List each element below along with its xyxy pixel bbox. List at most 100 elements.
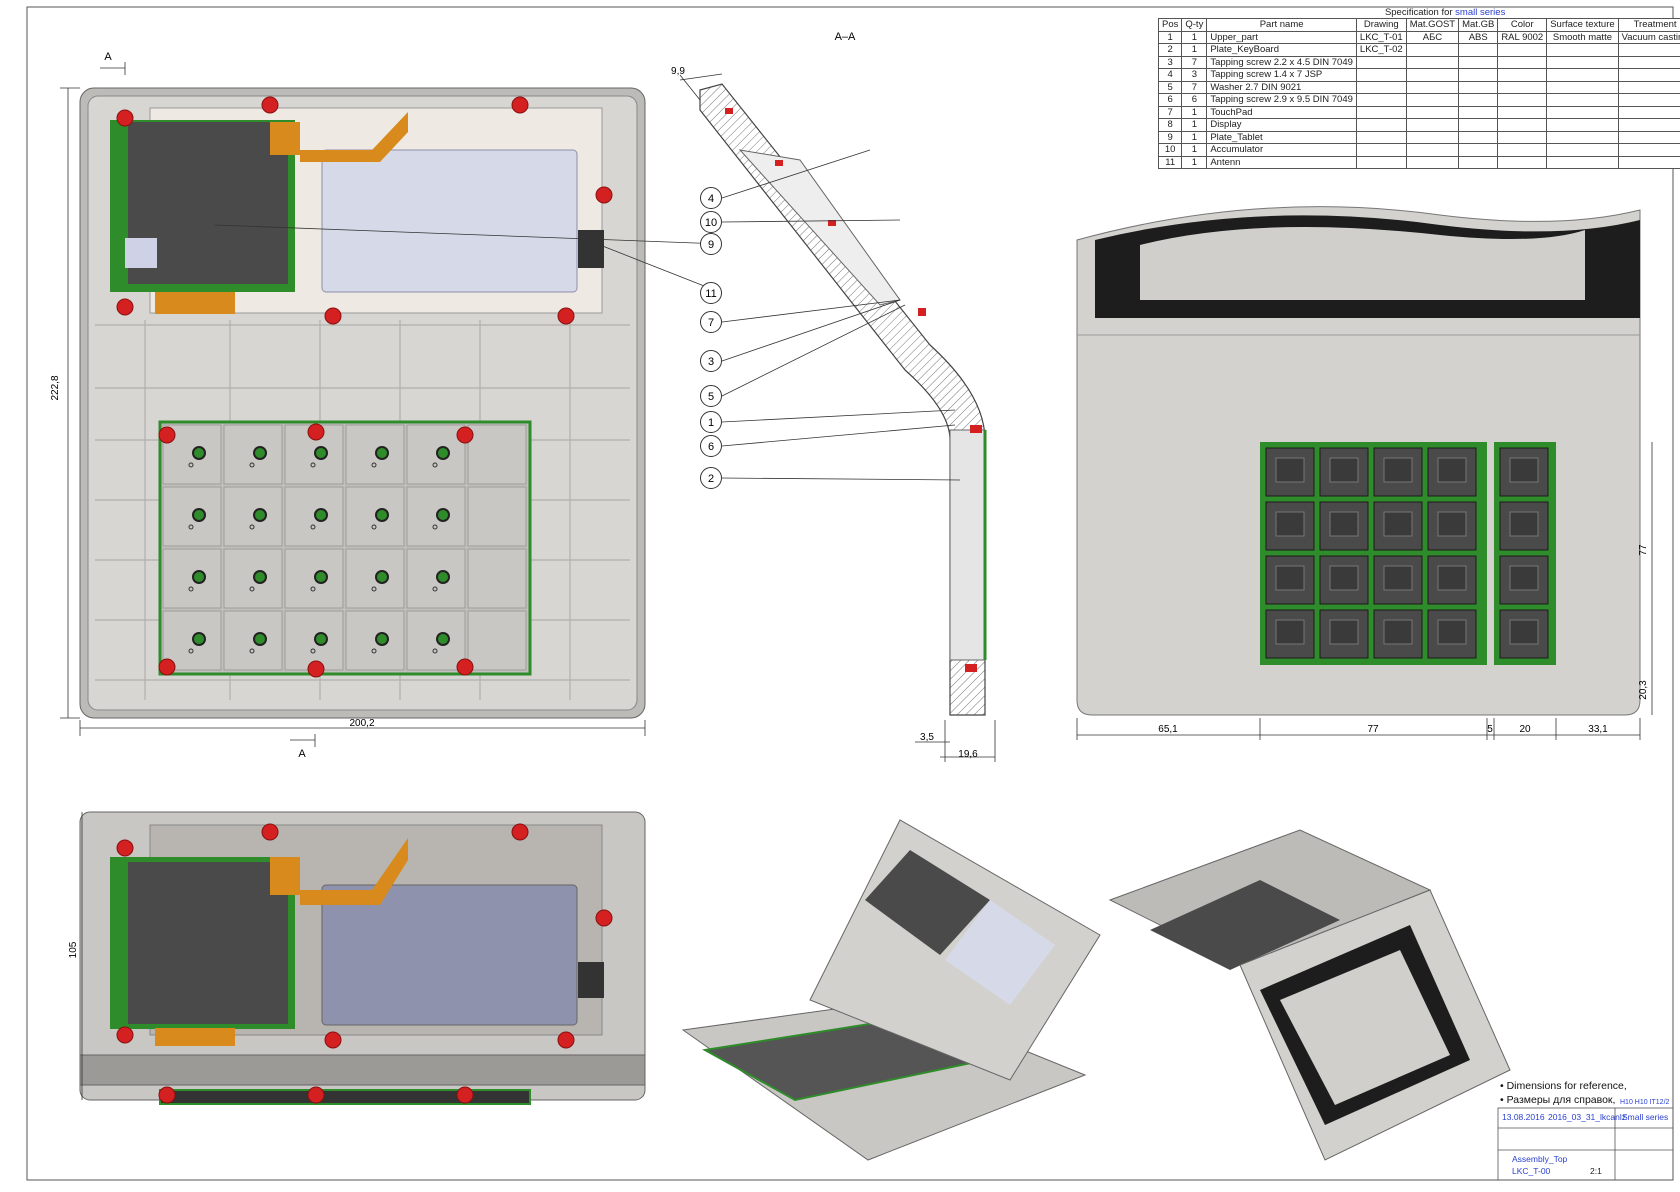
spec-cell: Plate_Tablet (1207, 131, 1357, 144)
spec-cell: 1 (1182, 44, 1207, 57)
spec-cell (1356, 69, 1406, 82)
spec-cell: Tapping screw 2.9 x 9.5 DIN 7049 (1207, 94, 1357, 107)
spec-cell: RAL 9002 (1498, 31, 1547, 44)
spec-cell (1547, 56, 1618, 69)
screw (262, 97, 278, 113)
spec-cell (1356, 144, 1406, 157)
spec-cell (1547, 144, 1618, 157)
spec-cell (1547, 44, 1618, 57)
spec-cell: 1 (1182, 106, 1207, 119)
key-switch (407, 487, 465, 546)
screw (159, 427, 175, 443)
dim-top-height: 77 (1638, 544, 1649, 556)
spec-cell (1618, 119, 1680, 132)
note-en: • Dimensions for reference, (1500, 1080, 1627, 1092)
spec-cell (1356, 94, 1406, 107)
spec-cell (1459, 131, 1498, 144)
key-switch (407, 549, 465, 608)
key-switch (1500, 556, 1548, 604)
callout-2: 2 (701, 468, 961, 489)
spec-cell (1406, 106, 1458, 119)
spec-title-link[interactable]: small series (1455, 7, 1505, 18)
iso-closed-view (1110, 830, 1510, 1160)
section-view (700, 84, 985, 715)
spec-cell (1459, 119, 1498, 132)
key-switch (1500, 448, 1548, 496)
screw (512, 97, 528, 113)
key-switch (1320, 610, 1368, 658)
spec-cell (1498, 69, 1547, 82)
key-switch (1266, 448, 1314, 496)
spec-title: Specification for small series (1158, 7, 1680, 18)
spec-cell: Washer 2.7 DIN 9021 (1207, 81, 1357, 94)
section-keys (950, 430, 985, 660)
tb-scale: 2:1 (1590, 1166, 1602, 1176)
spec-header-cell: Part name (1207, 19, 1357, 32)
dim-side-height: 105 (68, 941, 79, 958)
screw (308, 661, 324, 677)
screw (117, 299, 133, 315)
callout-label: 11 (705, 288, 716, 300)
spec-cell: LKC_T-02 (1356, 44, 1406, 57)
key-switch (1428, 448, 1476, 496)
spec-cell (1547, 106, 1618, 119)
dim-top-seg2: 77 (1367, 724, 1379, 735)
spec-cell (1547, 119, 1618, 132)
spec-cell: 11 (1159, 156, 1182, 169)
note-ru-text: Размеры для справок, (1507, 1094, 1616, 1106)
key-switch (346, 425, 404, 484)
callout-label: 2 (708, 473, 714, 485)
screw (596, 187, 612, 203)
spec-cell (1498, 119, 1547, 132)
screw (159, 1087, 175, 1103)
antenna-connector (578, 230, 604, 268)
key-switch (285, 487, 343, 546)
spec-cell (1498, 81, 1547, 94)
spec-cell (1406, 94, 1458, 107)
spec-header-cell: Treatment (1618, 19, 1680, 32)
key-switch (285, 549, 343, 608)
spec-cell: 1 (1159, 31, 1182, 44)
screw (117, 110, 133, 126)
spec-header-cell: Pos (1159, 19, 1182, 32)
spec-cell: Upper_part (1207, 31, 1357, 44)
dim-top-bottom: 20,3 (1638, 680, 1649, 700)
spec-cell: 1 (1182, 131, 1207, 144)
dim-section-top: 9,9 (671, 66, 685, 77)
spec-cell: Accumulator (1207, 144, 1357, 157)
spec-cell (1618, 44, 1680, 57)
spec-cell: 10 (1159, 144, 1182, 157)
iso-open-view (683, 820, 1100, 1160)
spec-cell: Antenn (1207, 156, 1357, 169)
spec-cell (1498, 156, 1547, 169)
key-switch (1374, 502, 1422, 550)
key-switch (1428, 610, 1476, 658)
side-accumulator (322, 885, 577, 1025)
spec-cell (1459, 144, 1498, 157)
spec-cell (1406, 56, 1458, 69)
screw (596, 910, 612, 926)
spec-cell (1498, 131, 1547, 144)
callout-label: 7 (708, 317, 714, 329)
spec-cell: 9 (1159, 131, 1182, 144)
spec-cell: Tapping screw 2.2 x 4.5 DIN 7049 (1207, 56, 1357, 69)
spec-header-cell: Q-ty (1182, 19, 1207, 32)
key-switch (468, 549, 526, 608)
screw (159, 659, 175, 675)
screw (117, 840, 133, 856)
key-switch (1266, 502, 1314, 550)
tb-series: Small series (1622, 1112, 1668, 1122)
key-switch (346, 487, 404, 546)
callout-label: 1 (708, 417, 714, 429)
spec-cell (1547, 69, 1618, 82)
spec-cell: Display (1207, 119, 1357, 132)
connector-chip (125, 238, 157, 268)
spec-cell: LKC_T-01 (1356, 31, 1406, 44)
spec-cell: 7 (1159, 106, 1182, 119)
dim-front-width: 200,2 (349, 718, 374, 729)
